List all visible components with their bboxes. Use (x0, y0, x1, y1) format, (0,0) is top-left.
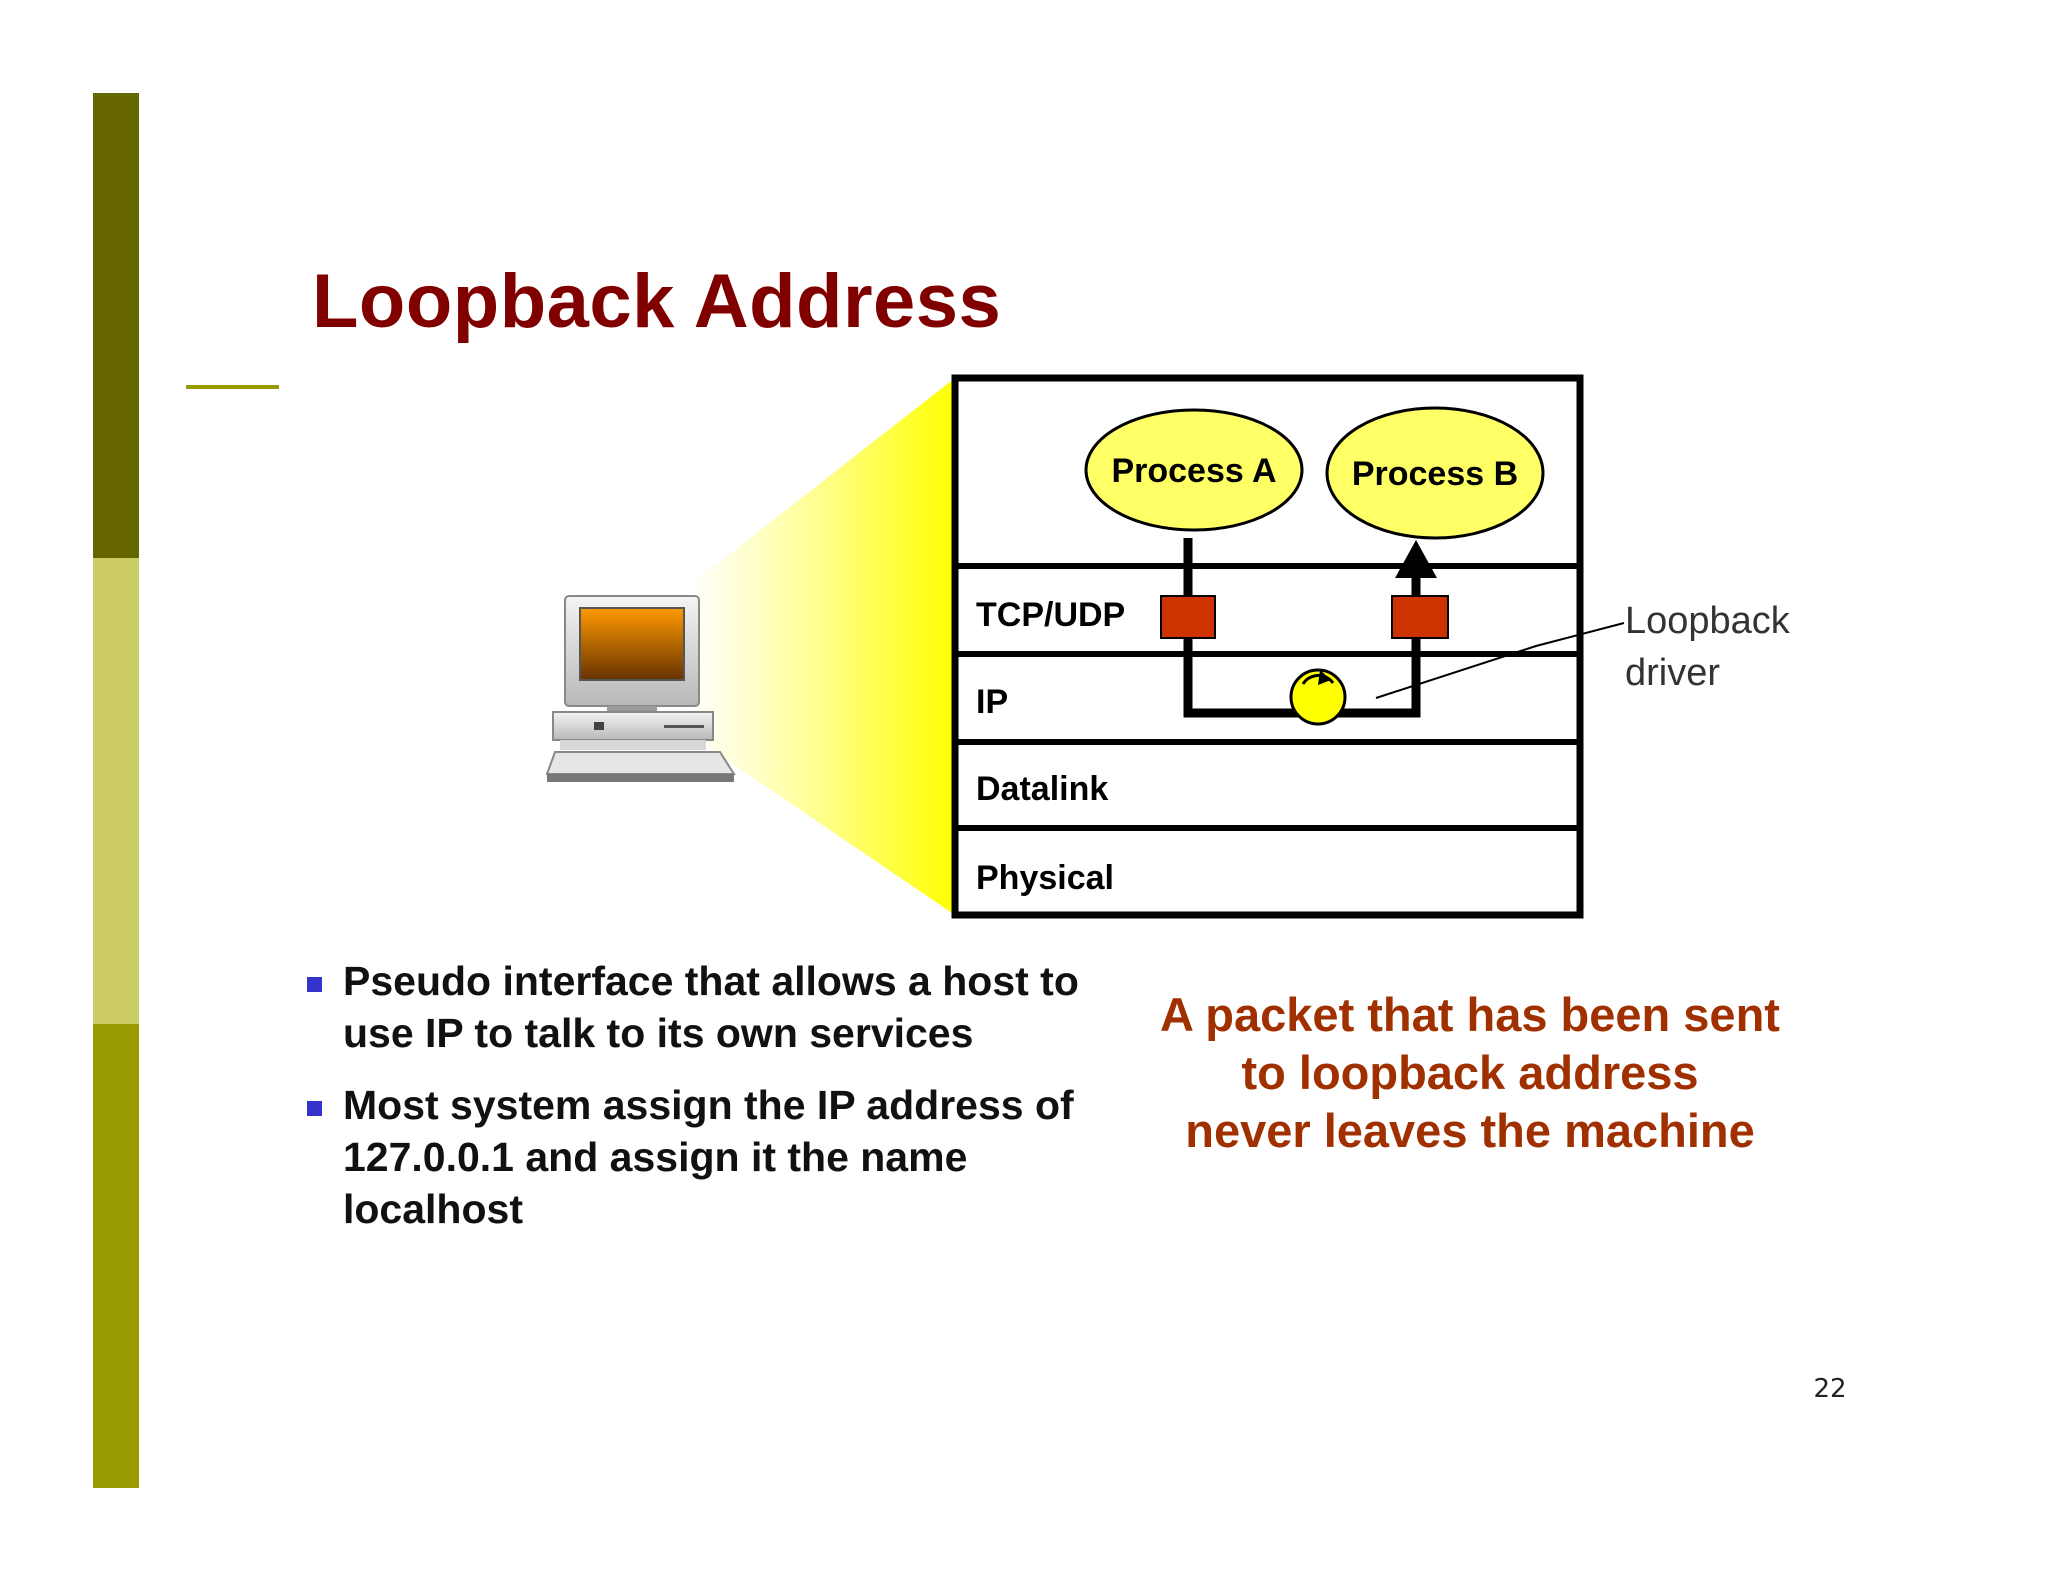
layer-label-ip: IP (976, 683, 1008, 721)
title-accent-line (186, 385, 279, 389)
loopback-driver-label-line1: Loopback (1625, 600, 1791, 642)
sidebar-top-band (93, 93, 139, 558)
process-b-ellipse (1325, 406, 1545, 540)
computer-icon (545, 595, 736, 782)
sidebar-bottom-band (93, 1024, 139, 1488)
page-number: 22 (1813, 1374, 1847, 1404)
bullet-list: Pseudo interface that allows a host to u… (300, 955, 1100, 1255)
bullet-text: Most system assign the IP address of 127… (343, 1082, 1074, 1232)
zoom-beam (690, 378, 955, 915)
sidebar-middle-band (93, 558, 139, 1024)
bullet-item: Most system assign the IP address of 127… (300, 1079, 1100, 1235)
bullet-text: Pseudo interface that allows a host to u… (343, 958, 1079, 1056)
slide-title: Loopback Address (312, 259, 1002, 344)
process-a-ellipse (1084, 408, 1304, 532)
layer-label-physical: Physical (976, 859, 1114, 897)
callout-text: A packet that has been sent to loopback … (1160, 988, 1780, 1157)
layer-label-tcp-udp: TCP/UDP (976, 596, 1125, 634)
tcp-block-right (1391, 595, 1449, 639)
square-bullet-icon (307, 1101, 322, 1116)
up-arrow-head (1395, 540, 1437, 578)
square-bullet-icon (307, 977, 322, 992)
loopback-driver-label-line2: driver (1625, 652, 1720, 694)
process-a-label: Process A (1111, 452, 1276, 490)
loopback-driver-icon (1289, 668, 1347, 726)
layer-label-datalink: Datalink (976, 770, 1108, 808)
bullet-item: Pseudo interface that allows a host to u… (300, 955, 1100, 1059)
process-b-label: Process B (1352, 455, 1518, 493)
driver-leader-line (1375, 622, 1625, 699)
tcp-block-left (1160, 595, 1216, 639)
